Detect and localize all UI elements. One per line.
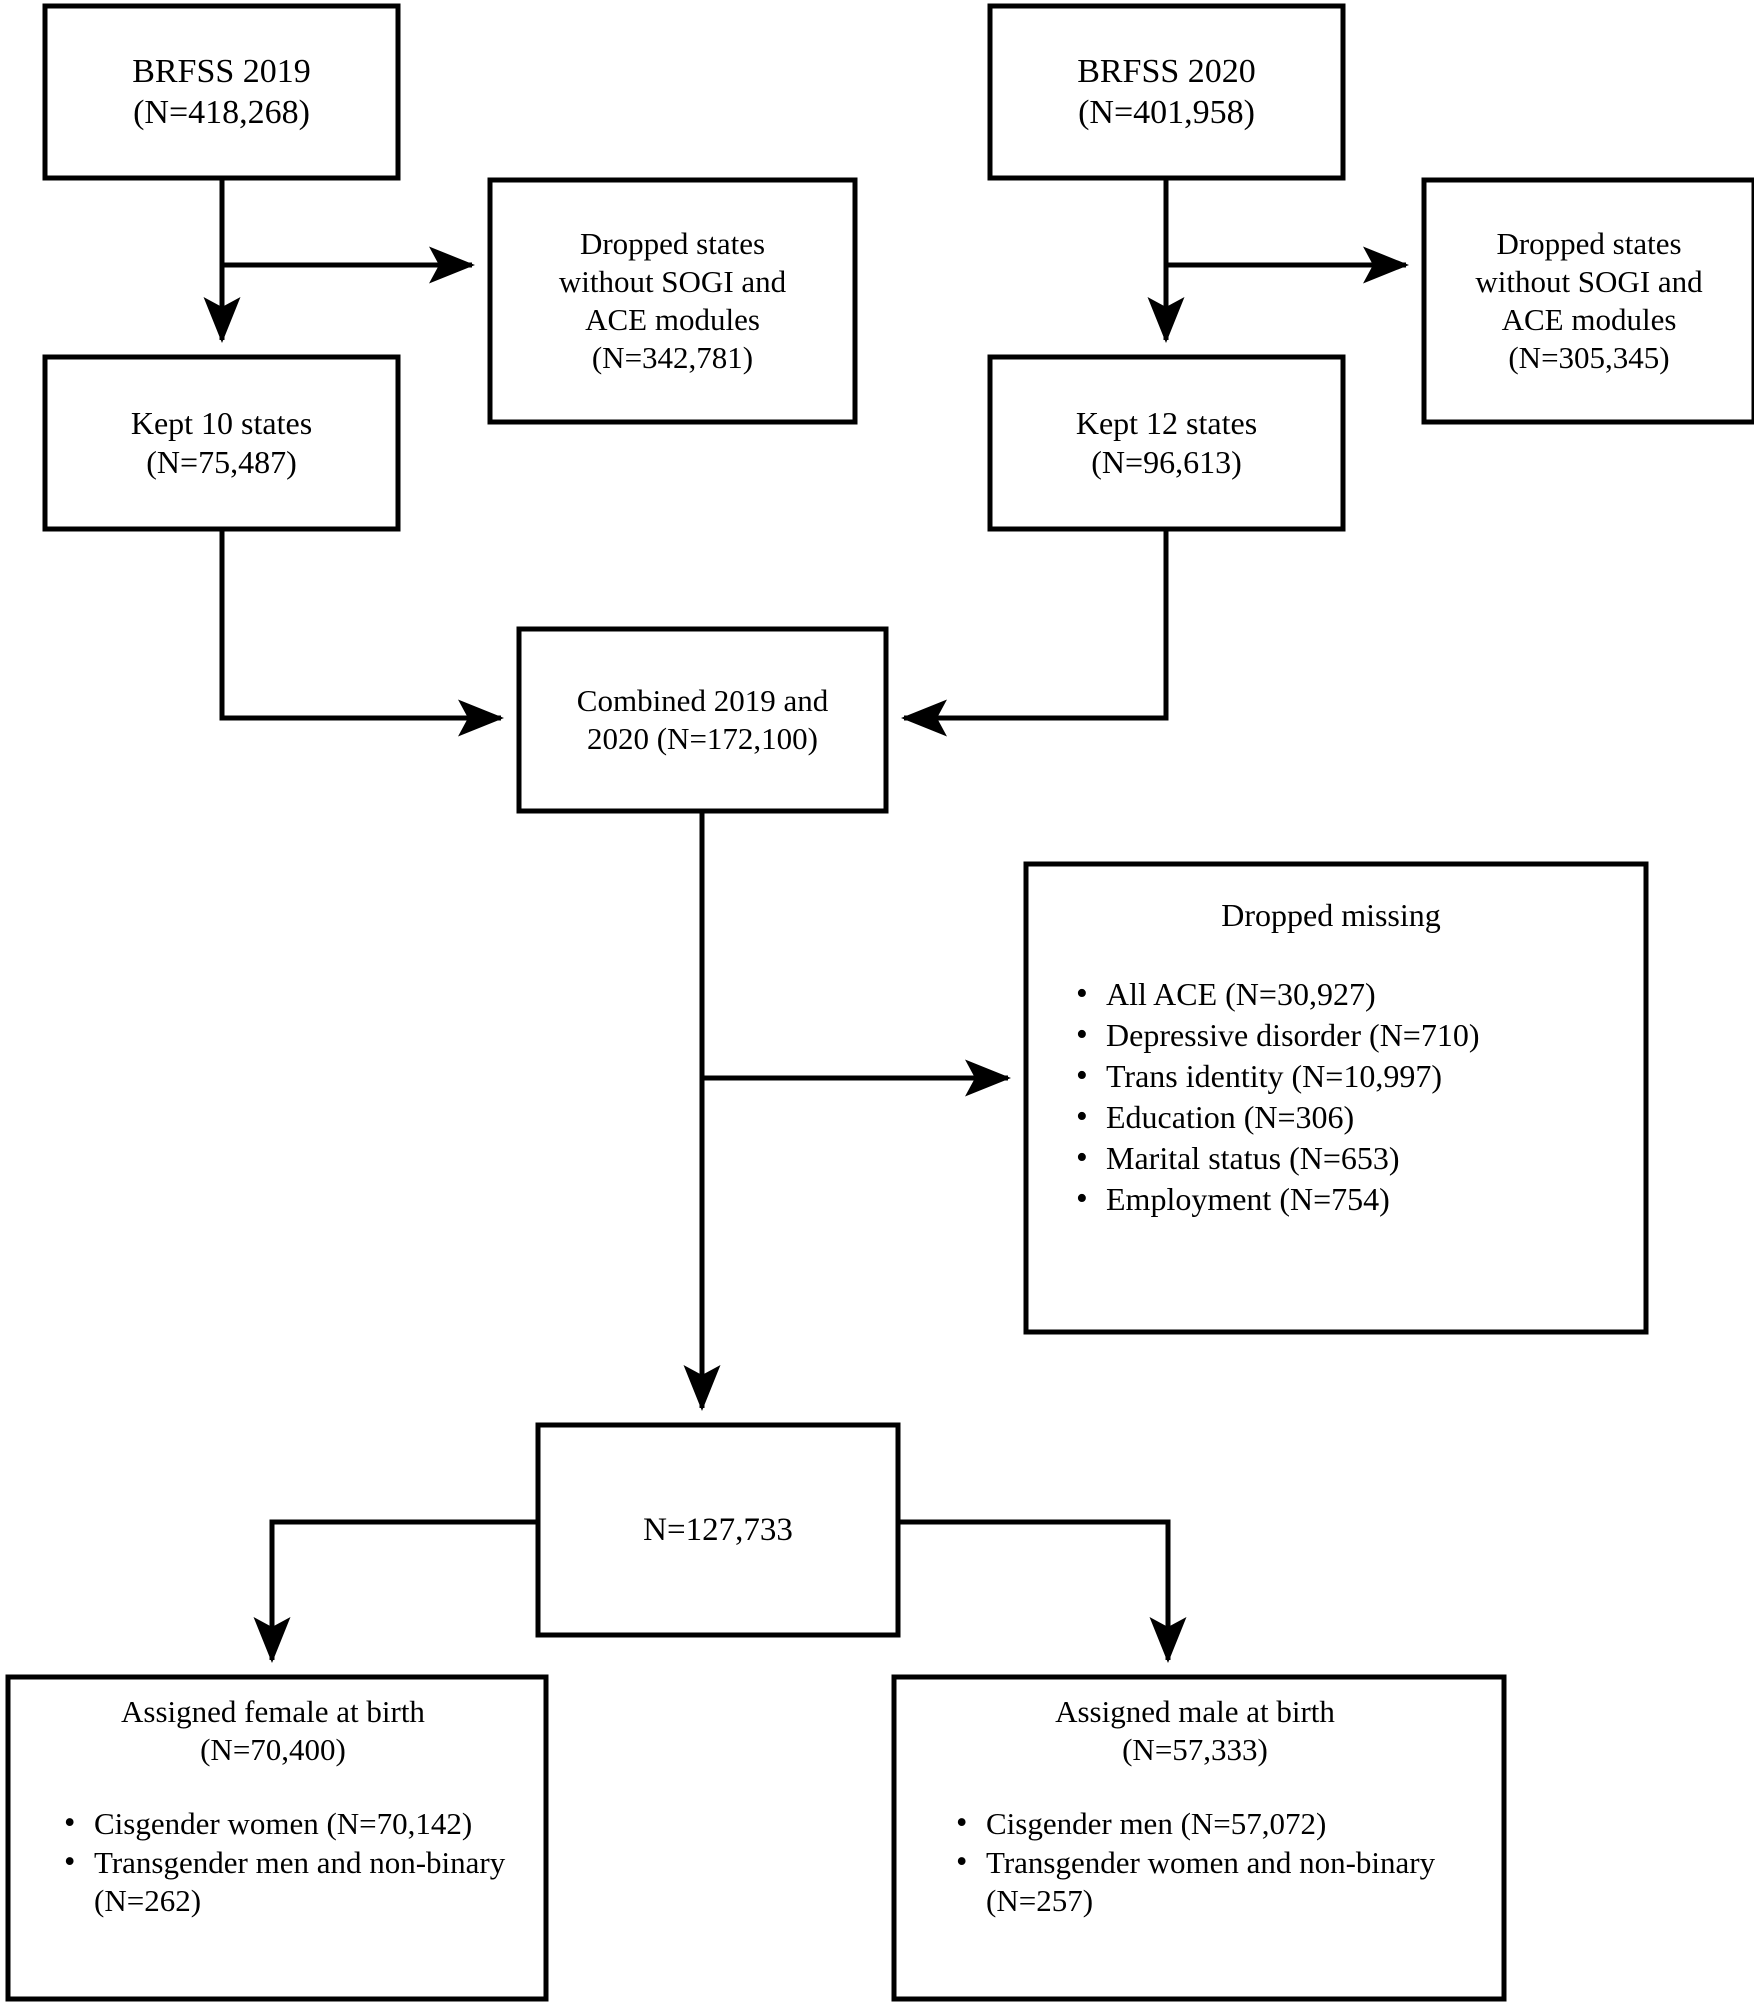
- analytic-sample-line1: N=127,733: [643, 1511, 793, 1548]
- assigned-female-line2: (N=70,400): [200, 1731, 346, 1767]
- assigned-female-list: Cisgender women (N=70,142) Transgender m…: [8, 1804, 538, 1920]
- kept-states-2020-line1: Kept 12 states: [1075, 404, 1258, 441]
- dropped-states-2020-line2: without SOGI and: [1475, 264, 1703, 300]
- box-kept-states-2020: [987, 354, 1346, 532]
- label-brfss-2020: BRFSS 2020 (N=401,958): [990, 6, 1343, 178]
- kept-states-2020-line2: (N=96,613): [1091, 444, 1242, 480]
- brfss-2019-line2: (N=418,268): [133, 94, 310, 131]
- assigned-male-line2: (N=57,333): [1122, 1731, 1268, 1767]
- assigned-female-line1: Assigned female at birth: [121, 1694, 425, 1729]
- box-kept-states-2019: [42, 354, 401, 532]
- list-item: Employment (N=754): [1072, 1179, 1636, 1220]
- combined-line2: 2020 (N=172,100): [586, 721, 819, 756]
- box-dropped-states-2020: [1421, 177, 1754, 425]
- brfss-2020-line2: (N=401,958): [1078, 94, 1255, 131]
- assigned-male-line1: Assigned male at birth: [1055, 1694, 1335, 1729]
- box-brfss-2019: [42, 3, 401, 181]
- kept-states-2019-line2: (N=75,487): [146, 444, 297, 480]
- brfss-2020-line1: BRFSS 2020: [1077, 52, 1256, 90]
- dropped-states-2019-line1: Dropped states: [579, 226, 766, 262]
- combined-line1: Combined 2019 and: [576, 683, 829, 719]
- list-item: Transgender women and non-binary (N=257): [952, 1843, 1496, 1920]
- list-item: Marital status (N=653): [1072, 1138, 1636, 1179]
- list-item: Cisgender women (N=70,142): [60, 1804, 538, 1844]
- dropped-states-2020-line3: ACE modules: [1501, 302, 1677, 337]
- label-dropped-states-2020: Dropped states without SOGI and ACE modu…: [1424, 180, 1754, 422]
- label-assigned-male: Assigned male at birth (N=57,333) Cisgen…: [894, 1677, 1504, 1999]
- label-brfss-2019: BRFSS 2019 (N=418,268): [45, 6, 398, 178]
- dropped-missing-list: All ACE (N=30,927) Depressive disorder (…: [1026, 974, 1636, 1220]
- dropped-states-2019-line4: (N=342,781): [591, 339, 754, 375]
- dropped-states-2020-line1: Dropped states: [1496, 226, 1682, 262]
- dropped-states-2019-line2: without SOGI and: [558, 264, 787, 300]
- label-dropped-missing: Dropped missing All ACE (N=30,927) Depre…: [1026, 864, 1646, 1332]
- list-item: Education (N=306): [1072, 1097, 1636, 1138]
- dropped-states-2020-line4: (N=305,345): [1508, 339, 1670, 375]
- box-combined: [516, 626, 889, 814]
- connector-analytic-female: [253, 1519, 538, 1663]
- dropped-missing-title: Dropped missing: [1221, 897, 1441, 933]
- dropped-states-2019-line3: ACE modules: [585, 302, 760, 337]
- kept-states-2019-line1: Kept 10 states: [130, 404, 313, 441]
- brfss-2019-line1: BRFSS 2019: [132, 52, 311, 90]
- list-item: All ACE (N=30,927): [1072, 974, 1636, 1015]
- label-dropped-states-2019: Dropped states without SOGI and ACE modu…: [490, 180, 855, 422]
- box-dropped-states-2019: [487, 177, 858, 425]
- box-analytic-sample: [535, 1422, 901, 1638]
- connector-kept2019-combined: [219, 529, 504, 737]
- assigned-male-list: Cisgender men (N=57,072) Transgender wom…: [894, 1804, 1496, 1920]
- label-assigned-female: Assigned female at birth (N=70,400) Cisg…: [8, 1677, 546, 1999]
- label-kept-states-2019: Kept 10 states (N=75,487): [45, 357, 398, 529]
- connector-kept2020-combined: [901, 529, 1169, 737]
- list-item: Cisgender men (N=57,072): [952, 1804, 1496, 1844]
- list-item: Depressive disorder (N=710): [1072, 1015, 1636, 1056]
- label-kept-states-2020: Kept 12 states (N=96,613): [990, 357, 1343, 529]
- list-item: Trans identity (N=10,997): [1072, 1056, 1636, 1097]
- label-analytic-sample: N=127,733: [538, 1425, 898, 1635]
- label-combined: Combined 2019 and 2020 (N=172,100): [519, 629, 886, 811]
- box-brfss-2020: [987, 3, 1346, 181]
- connector-analytic-male: [898, 1519, 1187, 1663]
- list-item: Transgender men and non-binary (N=262): [60, 1843, 538, 1920]
